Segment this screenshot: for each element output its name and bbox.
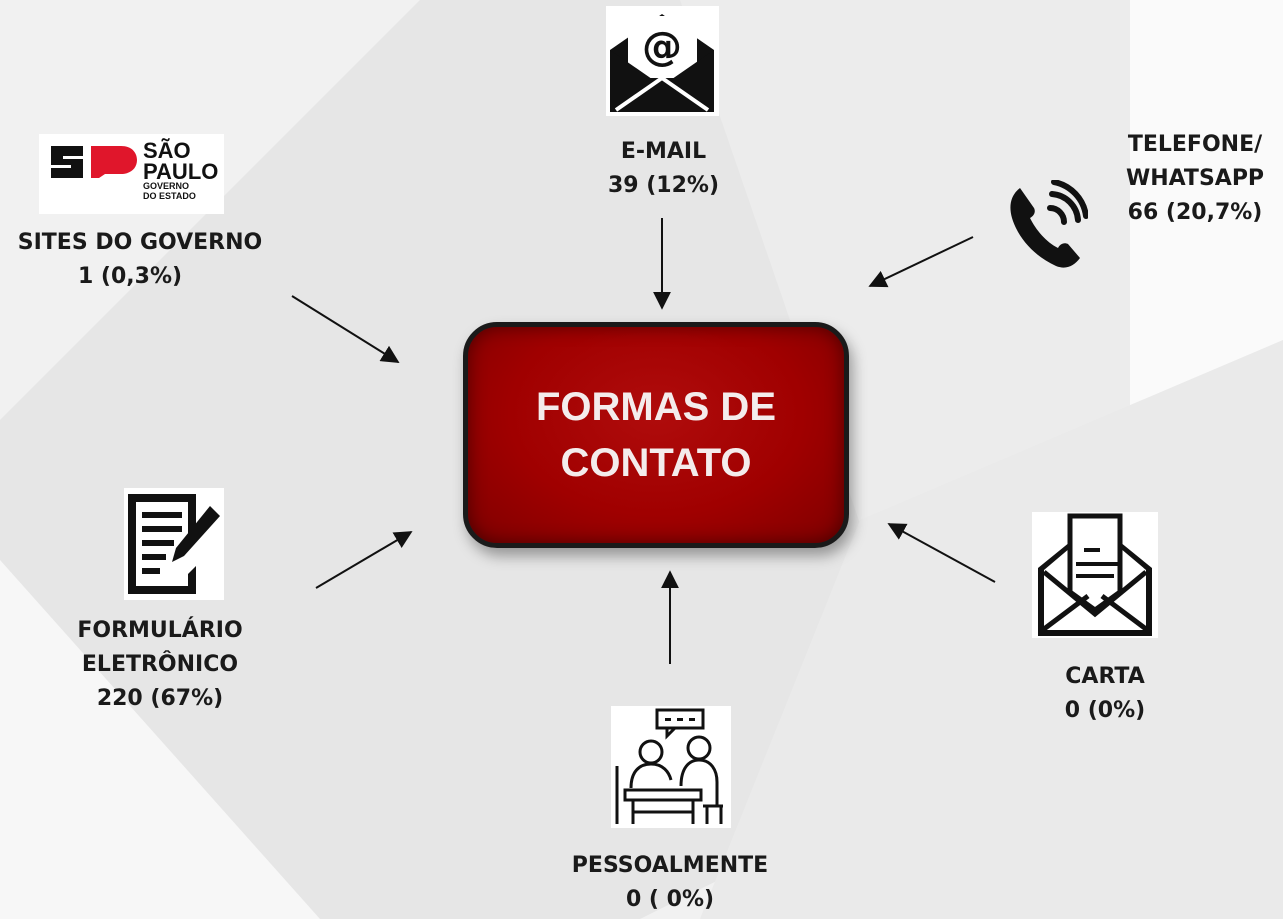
- svg-text:@: @: [642, 24, 682, 70]
- sao-paulo-logo: SÃO PAULO GOVERNO DO ESTADO: [39, 134, 224, 214]
- sp-logo-title: SÃO PAULO: [143, 138, 219, 184]
- email-label: E-MAIL 39 (12%): [607, 139, 720, 198]
- center-title: FORMAS DE CONTATO: [536, 385, 776, 485]
- form-pencil-icon: [124, 488, 224, 600]
- letter-envelope-icon: [1032, 512, 1158, 638]
- carta-label: CARTA 0 (0%): [1064, 664, 1146, 723]
- sp-logo-subtitle: GOVERNO DO ESTADO: [143, 181, 196, 201]
- center-box: FORMAS DE CONTATO: [463, 322, 849, 548]
- formulario-label: FORMULÁRIO ELETRÔNICO 220 (67%): [77, 618, 243, 711]
- meeting-people-icon: [611, 706, 731, 828]
- phone-icon: [1010, 180, 1088, 268]
- pessoalmente-label: PESSOALMENTE 0 ( 0%): [571, 853, 769, 912]
- sites-label: SITES DO GOVERNO 1 (0,3%): [17, 230, 263, 289]
- email-envelope-icon: @: [606, 6, 719, 116]
- sp-logo-mark-icon: [51, 146, 137, 178]
- telefone-label: TELEFONE/ WHATSAPP 66 (20,7%): [1125, 132, 1265, 225]
